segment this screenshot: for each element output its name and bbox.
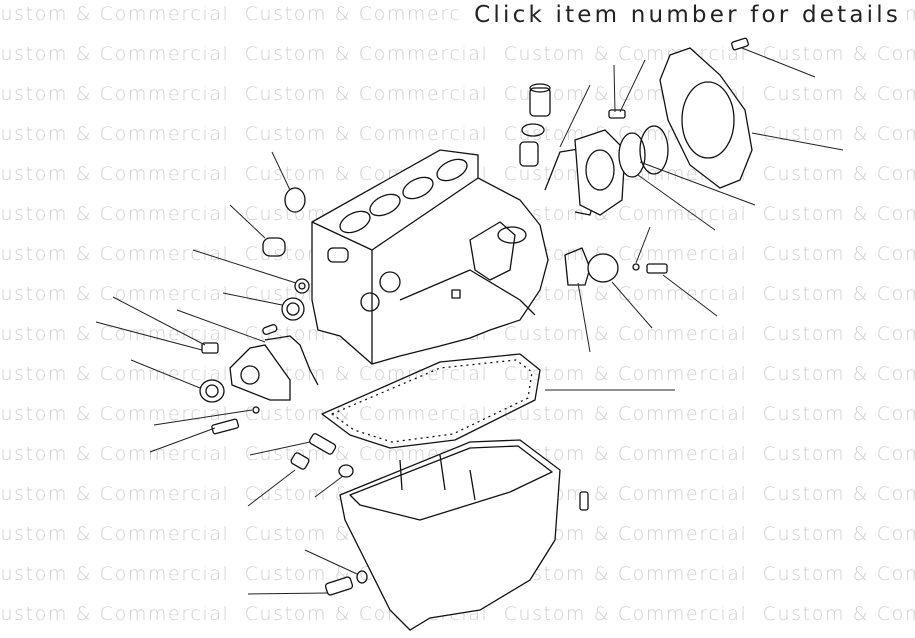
callout-16[interactable] bbox=[247, 592, 329, 595]
small-seal[interactable] bbox=[294, 278, 310, 294]
breather-fitting[interactable] bbox=[608, 109, 626, 119]
oil-sump[interactable] bbox=[339, 439, 561, 631]
oval-gasket[interactable] bbox=[262, 237, 286, 257]
sump-side-bolt[interactable] bbox=[579, 491, 589, 511]
callout-15[interactable] bbox=[304, 549, 358, 575]
callout-22[interactable] bbox=[613, 64, 616, 113]
side-cover-bolt[interactable] bbox=[646, 263, 668, 274]
rear-seal-retainer[interactable] bbox=[574, 129, 626, 216]
liner-upper[interactable] bbox=[529, 83, 551, 117]
callout-9[interactable] bbox=[153, 409, 253, 426]
sump-gasket[interactable] bbox=[321, 353, 541, 449]
core-plug[interactable] bbox=[284, 187, 306, 213]
liner-lower[interactable] bbox=[519, 141, 539, 167]
front-cover[interactable] bbox=[229, 344, 291, 401]
callout-11[interactable] bbox=[249, 441, 311, 456]
callout-19[interactable] bbox=[639, 161, 756, 206]
callout-21[interactable] bbox=[559, 84, 591, 148]
front-cover-bolt[interactable] bbox=[211, 418, 240, 435]
dowel[interactable] bbox=[262, 324, 278, 336]
washer[interactable] bbox=[338, 464, 354, 478]
callout-17[interactable] bbox=[741, 47, 816, 78]
clip[interactable] bbox=[252, 406, 260, 414]
engine-block[interactable] bbox=[311, 149, 549, 365]
rear-oil-seal[interactable] bbox=[618, 132, 646, 178]
spring-clip[interactable] bbox=[632, 263, 640, 271]
callout-10[interactable] bbox=[149, 427, 216, 453]
callout-12[interactable] bbox=[247, 469, 296, 507]
callout-7[interactable] bbox=[176, 309, 266, 343]
side-cover-plate[interactable] bbox=[587, 253, 619, 283]
drain-plug[interactable] bbox=[324, 576, 354, 596]
callout-2[interactable] bbox=[229, 204, 266, 239]
union-fitting[interactable] bbox=[309, 433, 337, 456]
bolt-washer[interactable] bbox=[201, 342, 219, 354]
crank-front-seal[interactable] bbox=[281, 297, 305, 321]
callout-26[interactable] bbox=[662, 274, 718, 317]
page-title: Click item number for details bbox=[460, 2, 903, 28]
liner-ring[interactable] bbox=[521, 123, 545, 137]
callout-5[interactable] bbox=[112, 296, 206, 346]
callout-1[interactable] bbox=[271, 151, 291, 191]
callout-3[interactable] bbox=[192, 249, 297, 284]
drain-washer[interactable] bbox=[356, 570, 368, 584]
callout-18[interactable] bbox=[751, 132, 844, 151]
callout-23[interactable] bbox=[619, 59, 646, 113]
callout-leaders bbox=[95, 47, 844, 595]
rear-engine-plate[interactable] bbox=[659, 47, 753, 189]
front-cover-gasket[interactable] bbox=[264, 335, 319, 386]
callout-20[interactable] bbox=[637, 174, 716, 231]
rear-plate-bolt[interactable] bbox=[731, 37, 749, 51]
callout-24[interactable] bbox=[577, 282, 591, 353]
callout-13[interactable] bbox=[314, 475, 344, 498]
sensor-plug[interactable] bbox=[290, 452, 310, 470]
front-oil-seal[interactable] bbox=[199, 379, 225, 403]
callout-6[interactable] bbox=[95, 321, 203, 351]
callout-27[interactable] bbox=[635, 226, 651, 264]
rear-housing-gasket[interactable] bbox=[639, 125, 669, 175]
callout-4[interactable] bbox=[222, 292, 283, 306]
callout-8[interactable] bbox=[130, 359, 201, 389]
callout-25[interactable] bbox=[611, 281, 653, 329]
side-cover-gasket[interactable] bbox=[564, 247, 591, 286]
